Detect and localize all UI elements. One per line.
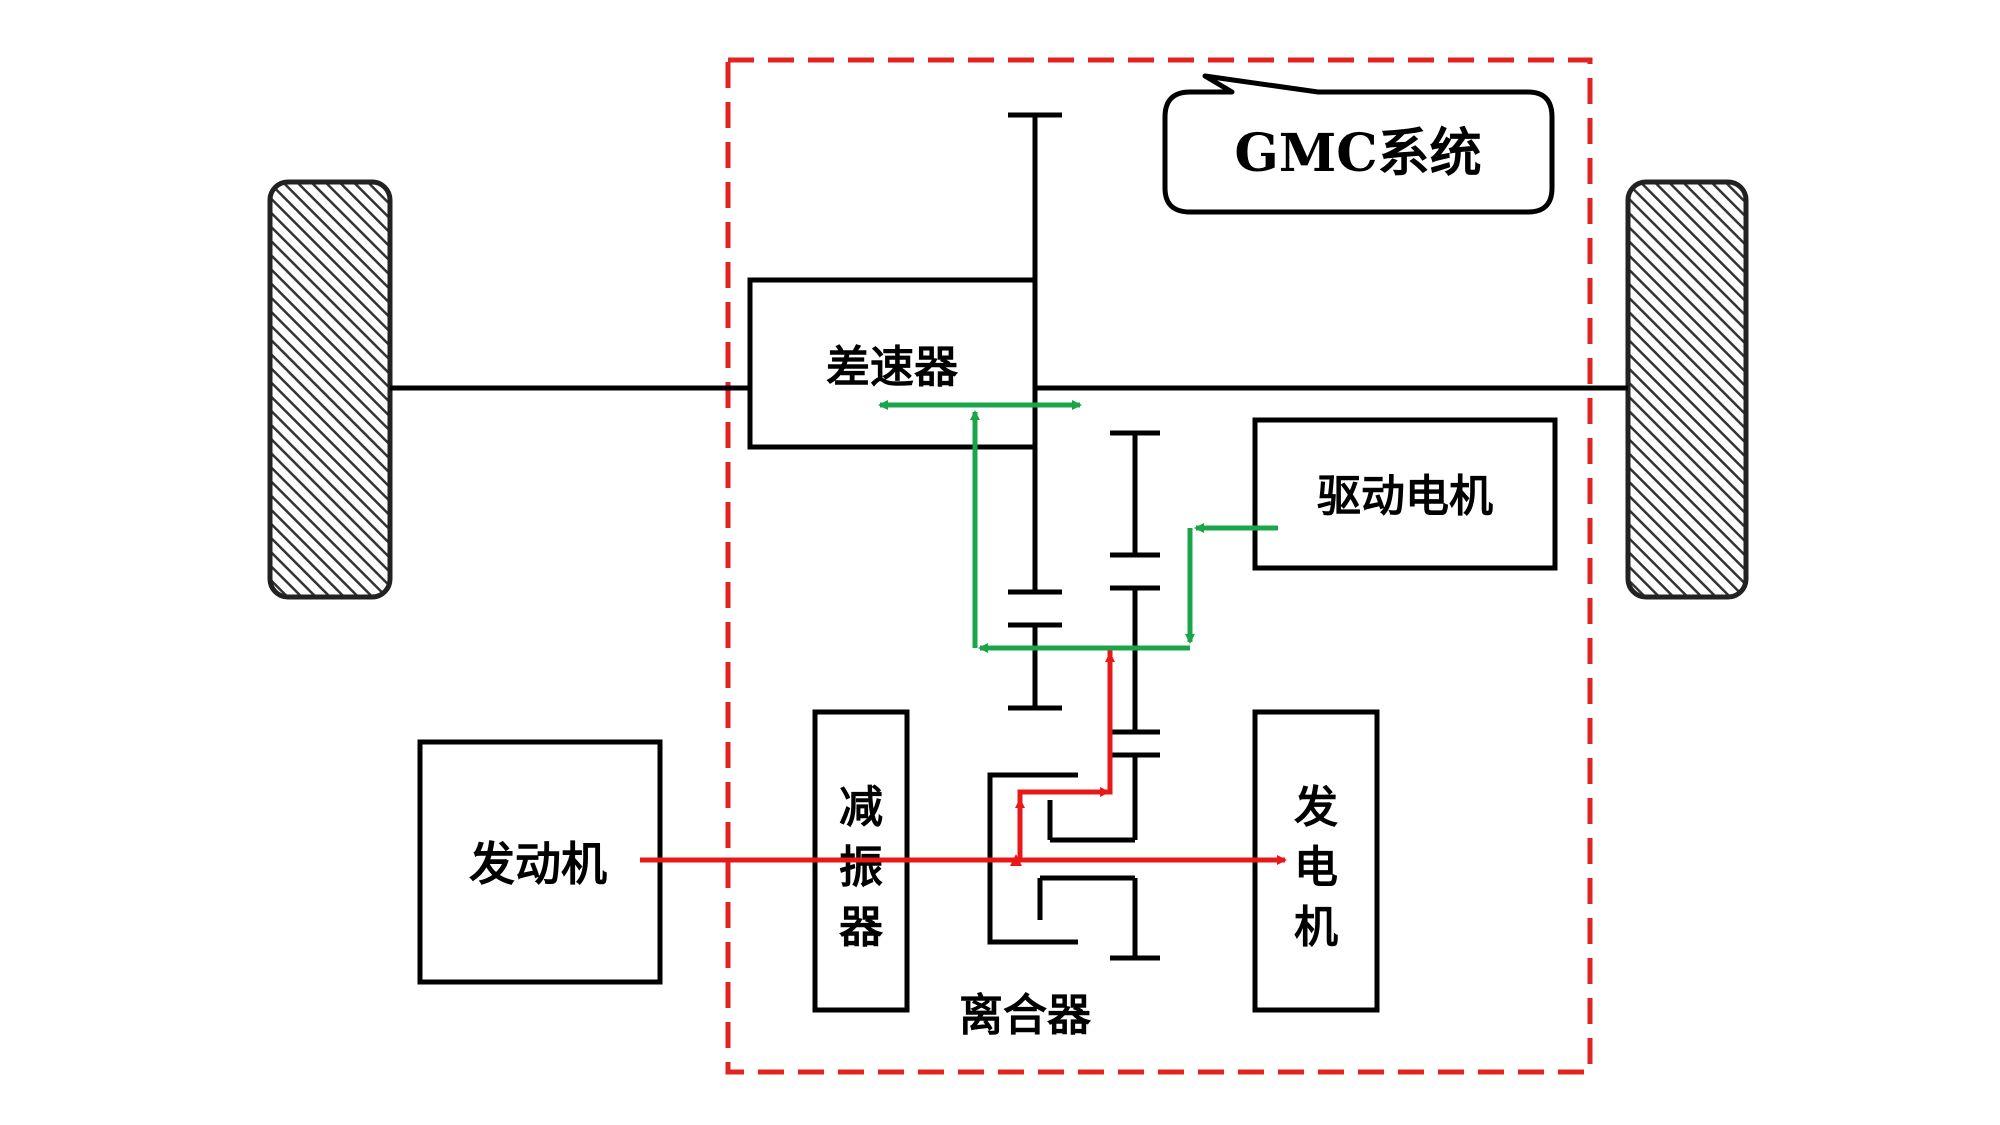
generator-char-1: 发 [1294, 782, 1338, 833]
engine-power-path [640, 650, 1287, 865]
gmc-boundary [725, 57, 1593, 1075]
damper-char-3: 器 [839, 902, 884, 953]
generator-char-2: 电 [1294, 842, 1338, 893]
generator-char-3: 机 [1294, 902, 1338, 953]
right-wheel [1625, 179, 1749, 600]
gmc-system-label: GMC系统 [1234, 123, 1481, 184]
motor-power-path [878, 400, 1278, 653]
drive-motor-label: 驱动电机 [1317, 471, 1493, 522]
damper-char-2: 振 [839, 842, 883, 893]
gmc-callout [1162, 73, 1555, 215]
differential-box [747, 277, 1038, 450]
drive-motor-box [1252, 417, 1558, 571]
differential-label: 差速器 [826, 342, 959, 393]
engine-flow-arrowhead [1010, 854, 1022, 866]
engine-label: 发动机 [469, 837, 607, 891]
clutch-label: 离合器 [959, 990, 1092, 1041]
damper-char-1: 减 [839, 782, 883, 833]
engine-box [417, 739, 663, 985]
left-wheel [267, 179, 393, 600]
